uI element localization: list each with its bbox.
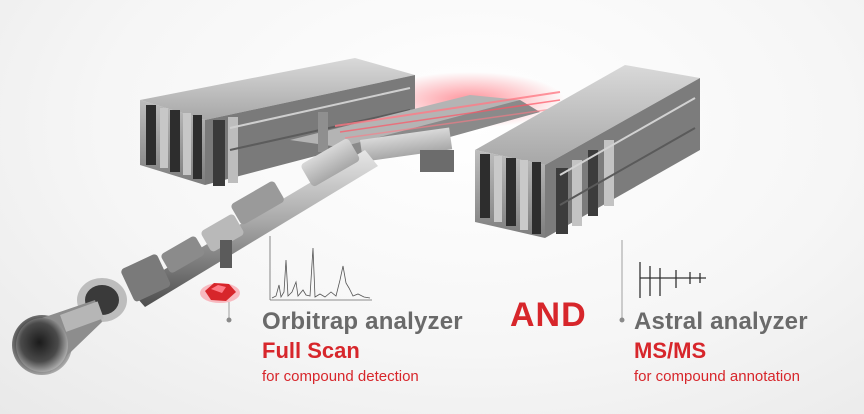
msms-spectrum-icon	[640, 262, 706, 298]
full-scan-spectrum-icon	[270, 236, 372, 300]
astral-purpose: for compound annotation	[634, 368, 800, 385]
ion-inlet-funnel	[12, 278, 127, 375]
orbitrap-title: Orbitrap analyzer	[262, 308, 463, 336]
and-connector: AND	[510, 296, 587, 335]
astral-mode: MS/MS	[634, 338, 706, 364]
astral-title: Astral analyzer	[634, 308, 808, 336]
orbitrap-purpose: for compound detection	[262, 368, 419, 385]
orbitrap-mode: Full Scan	[262, 338, 360, 364]
sample-droplet-icon	[200, 283, 240, 303]
